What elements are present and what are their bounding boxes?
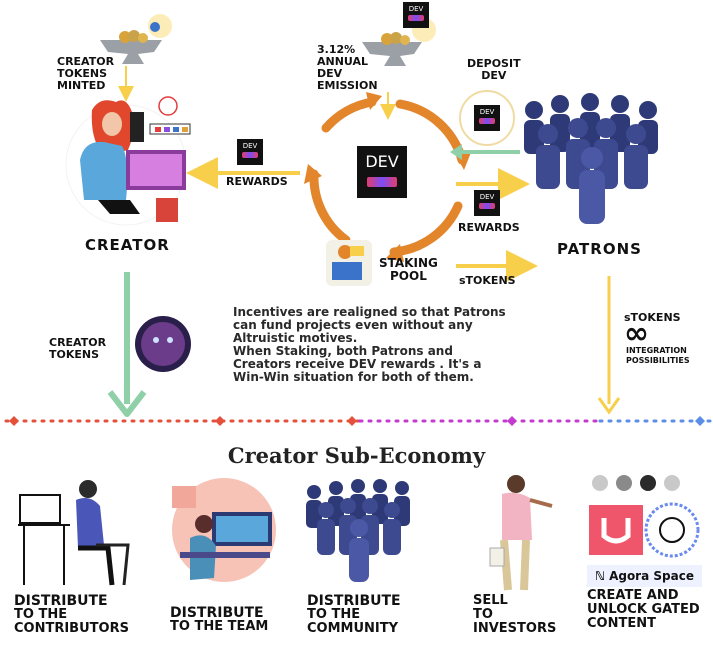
- distribute-community-label: DISTRIBUTE TO THE COMMUNITY: [307, 593, 401, 636]
- contributors-illustration: [18, 480, 130, 586]
- dev-token-icon-deposit: DEV: [474, 105, 500, 131]
- gated-content-label: CREATE AND UNLOCK GATED CONTENT: [587, 588, 700, 631]
- incentives-description: Incentives are realigned so that Patrons…: [233, 305, 506, 384]
- agora-icon: ℕ: [595, 569, 606, 583]
- anvil-icon-center: [362, 18, 436, 66]
- rewards-label-right: REWARDS: [458, 221, 520, 234]
- creator-tokens-minted-label: CREATOR TOKENS MINTED: [57, 55, 115, 92]
- dev-cycle-arrows: [309, 97, 467, 257]
- staking-pool-label: STAKING POOL: [379, 256, 438, 283]
- rewards-label-left: REWARDS: [226, 175, 288, 188]
- infinity-icon: ∞: [624, 316, 649, 351]
- stokens-label-right: sTOKENS: [624, 311, 681, 324]
- dev-token-center: DEV: [357, 146, 407, 198]
- unlock-logo-icon: [589, 505, 643, 555]
- staking-pool-illustration: [326, 240, 372, 286]
- annual-emission-label: 3.12% ANNUAL DEV EMISSION: [317, 43, 378, 92]
- stokens-label-mid: sTOKENS: [459, 274, 516, 287]
- dotted-separator: [4, 416, 712, 426]
- patrons-crowd-icon: [524, 93, 658, 224]
- dev-token-icon-top: DEV: [403, 2, 429, 28]
- sell-investors-label: SELL TO INVESTORS: [473, 593, 557, 636]
- community-crowd-icon: [306, 479, 410, 582]
- deposit-dev-label: DEPOSIT DEV: [467, 57, 521, 82]
- dev-token-icon-left: DEV: [237, 139, 263, 165]
- integration-label: INTEGRATION POSSIBILITIES: [626, 346, 690, 365]
- sub-economy-title: Creator Sub-Economy: [227, 443, 486, 468]
- creator-illustration: [65, 96, 191, 226]
- team-illustration: [172, 478, 276, 582]
- distribute-contributors-label: DISTRIBUTE TO THE CONTRIBUTORS: [14, 593, 129, 636]
- guild-logo-icon: [644, 502, 700, 558]
- investor-illustration: [489, 475, 553, 591]
- anvil-icon-left: [100, 14, 172, 64]
- patrons-title: PATRONS: [557, 240, 642, 258]
- gated-content-illustration: [589, 475, 700, 558]
- distribute-team-label: DISTRIBUTE TO THE TEAM: [170, 605, 269, 634]
- creator-tokens-label: CREATOR TOKENS: [49, 336, 107, 361]
- creator-title: CREATOR: [85, 236, 170, 254]
- dev-token-icon-right: DEV: [474, 190, 500, 216]
